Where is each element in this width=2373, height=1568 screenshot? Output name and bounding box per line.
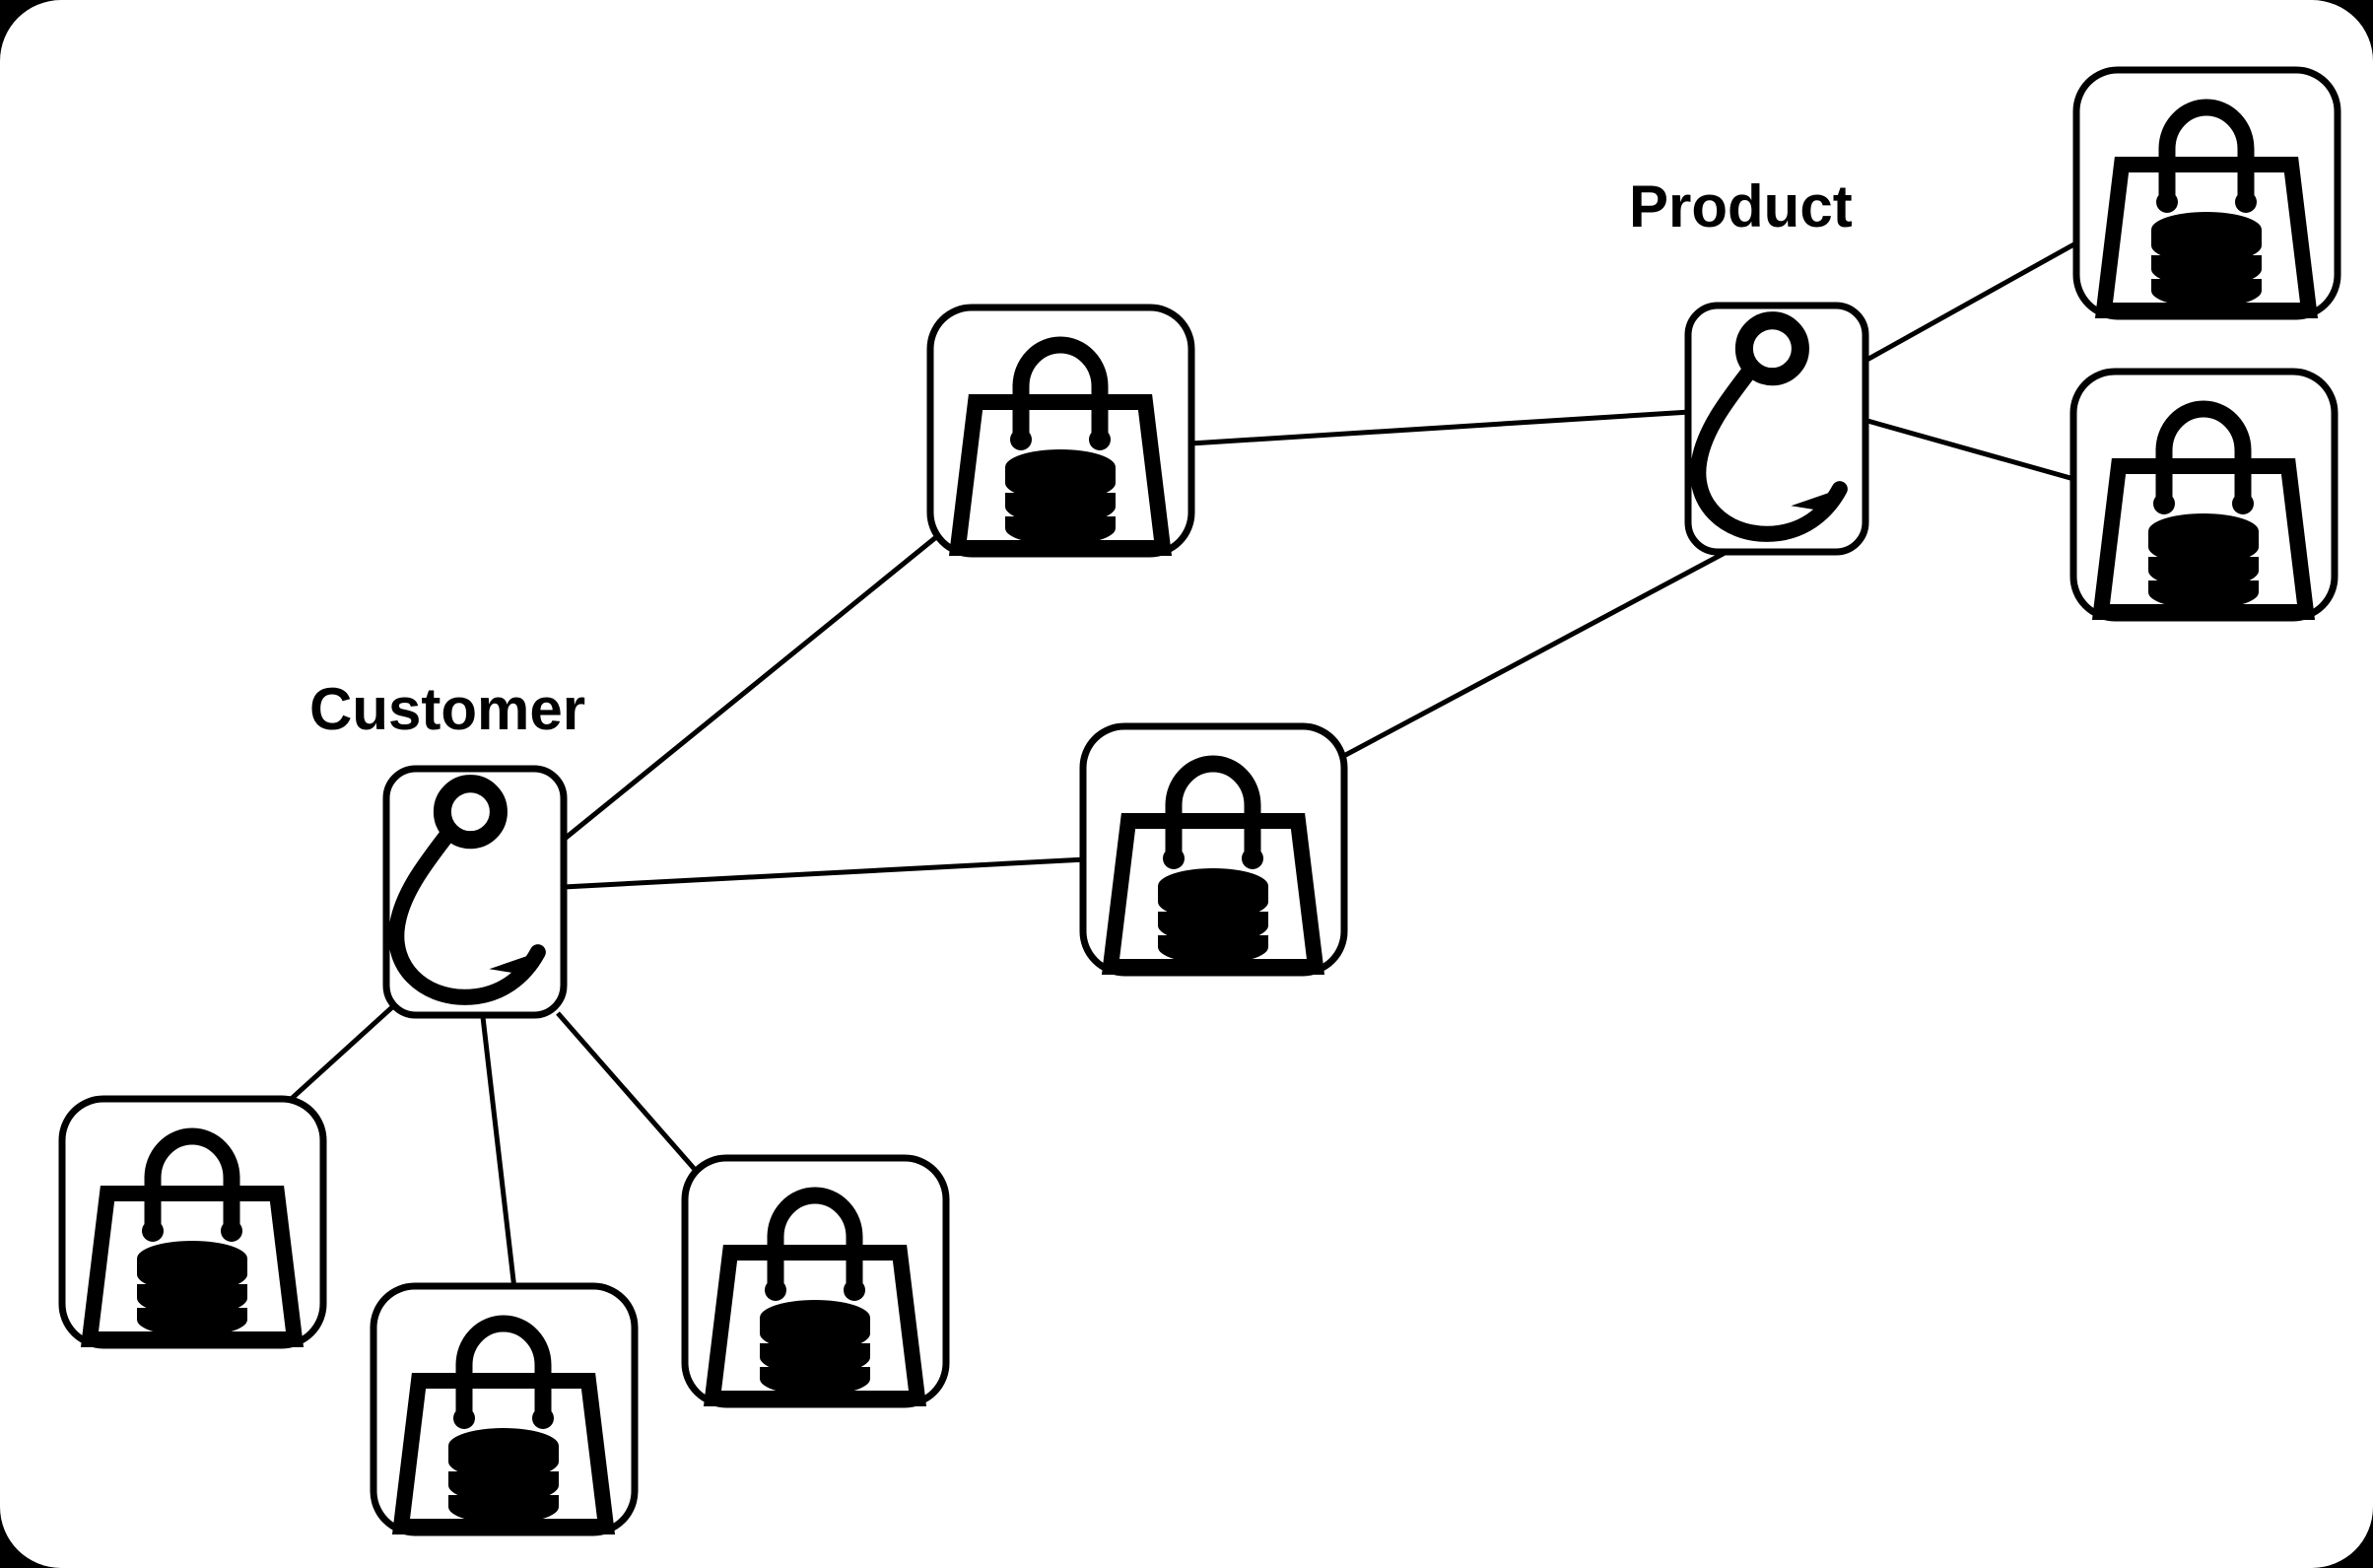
customer-label: Customer	[309, 676, 586, 742]
edge-bag-top-middle-to-product	[1189, 409, 1691, 446]
node-bag-bottom-center[interactable]	[370, 1282, 639, 1536]
node-bag-center[interactable]	[1079, 722, 1348, 977]
edge-customer-to-bag-bottom-left	[284, 1005, 394, 1106]
node-bag-top-right[interactable]	[2072, 66, 2341, 320]
node-bag-bottom-left[interactable]	[58, 1095, 327, 1349]
node-bag-bottom-right[interactable]	[681, 1154, 950, 1408]
edge-customer-to-bag-bottom-right	[556, 1011, 700, 1175]
node-product-hub-box[interactable]	[1684, 302, 1869, 556]
edge-product-to-bag-center	[1336, 549, 1729, 762]
node-bag-top-middle[interactable]	[926, 304, 1195, 558]
node-customer-hub[interactable]	[382, 765, 568, 1019]
edge-customer-to-bag-bottom-center	[480, 1016, 517, 1290]
node-customer-hub-box[interactable]	[382, 765, 568, 1019]
edge-customer-to-bag-center	[563, 856, 1087, 890]
edge-customer-to-bag-top-middle	[558, 535, 938, 845]
node-product-hub[interactable]	[1684, 302, 1869, 556]
node-bag-right[interactable]	[2069, 368, 2339, 622]
product-label: Product	[1629, 173, 1853, 239]
edge-product-to-bag-right	[1860, 416, 2078, 483]
nodes-layer	[58, 66, 2341, 1536]
edge-product-to-bag-top-right	[1853, 239, 2081, 370]
edges-layer	[284, 239, 2081, 1290]
